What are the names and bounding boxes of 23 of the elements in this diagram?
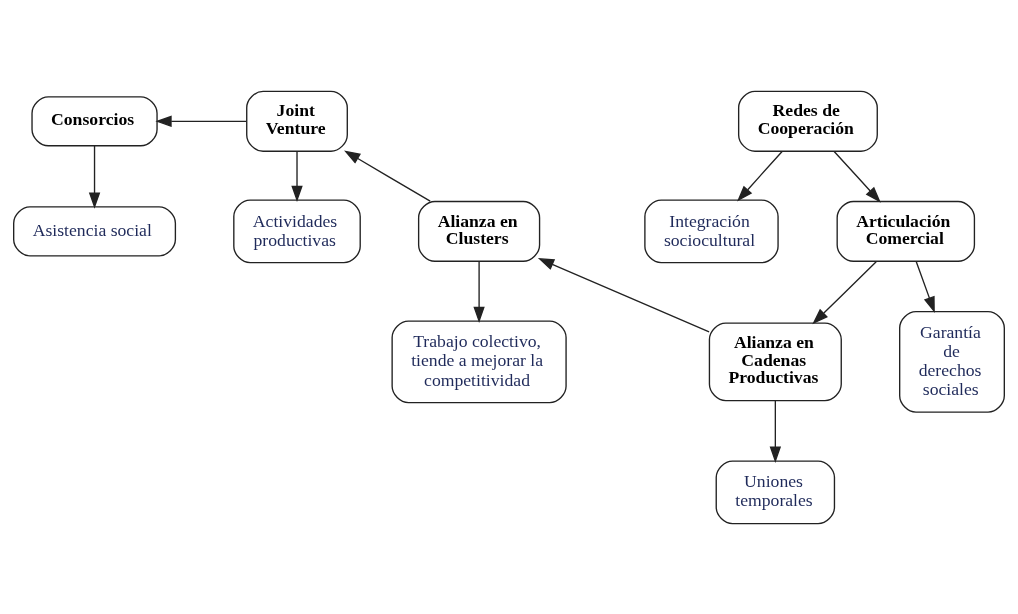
node-box: Alianza en Clusters: [417, 200, 541, 262]
arrow: [473, 260, 485, 323]
arrow: [291, 150, 303, 202]
node-box: Garantía de derechos sociales: [899, 310, 1005, 413]
node-box: Actividades productivas: [233, 198, 361, 263]
arrow: [88, 144, 101, 209]
node-box: Consorcios: [31, 95, 158, 146]
arrow: [737, 150, 783, 202]
arrow: [769, 399, 782, 463]
node-box: Joint Venture: [246, 90, 348, 152]
node-box: Articulación Comercial: [836, 200, 976, 262]
arrow: [155, 115, 247, 127]
arrow: [344, 149, 431, 202]
node-box: Uniones temporales: [715, 459, 836, 524]
node-box: Redes de Cooperación: [737, 90, 878, 152]
arrow: [812, 260, 877, 324]
node-box: Integración sociocultural: [644, 198, 779, 263]
node-box: Alianza en Cadenas Productivas: [708, 321, 842, 401]
node-box: Asistencia social: [13, 205, 177, 257]
arrow: [537, 257, 710, 333]
arrow: [915, 260, 935, 313]
node-box: Trabajo colectivo, tiende a mejorar la competitividad: [391, 319, 567, 403]
arrow: [833, 150, 881, 203]
